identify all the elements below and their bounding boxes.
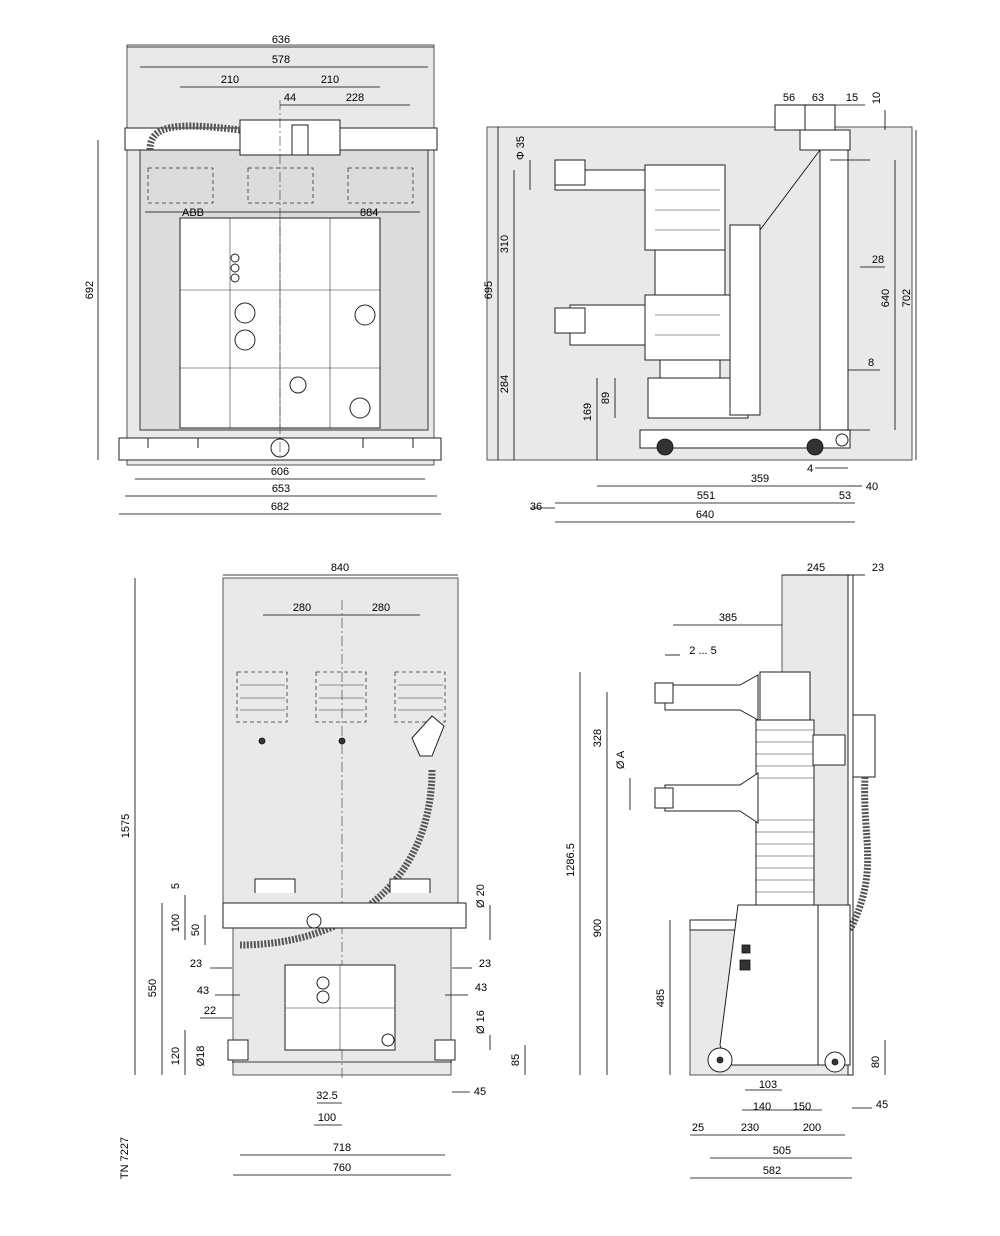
dim-63: 63 — [812, 92, 824, 104]
dim-103: 103 — [759, 1079, 777, 1091]
dim-840: 840 — [331, 562, 349, 574]
button-open-icon — [234, 302, 256, 324]
counter-icon — [349, 397, 371, 419]
spring-indicator-icon — [289, 376, 307, 394]
dim-653: 653 — [272, 483, 290, 495]
dim-53: 53 — [839, 490, 851, 502]
dim-582: 582 — [763, 1165, 781, 1177]
front-view-small: ABB 884 636 578 210 210 44 228 692 — [84, 34, 442, 515]
dim-606: 606 — [271, 466, 289, 478]
dim-692: 692 — [84, 281, 96, 299]
dim-100-bottom: 100 — [318, 1112, 336, 1124]
dim-5: 5 — [170, 883, 182, 889]
dim-89: 89 — [600, 392, 612, 404]
dim-100: 100 — [170, 914, 182, 932]
dim-640-horizontal: 640 — [696, 509, 714, 521]
dim-385: 385 — [719, 612, 737, 624]
dim-2-5: 2 ... 5 — [689, 645, 717, 657]
dim-4: 4 — [807, 463, 813, 475]
dim-1286-5: 1286.5 — [565, 843, 577, 877]
logo-abb: ABB — [182, 207, 204, 219]
dim-phi18: Ø18 — [195, 1046, 207, 1067]
dim-phi20: Ø 20 — [475, 884, 487, 908]
dim-485: 485 — [655, 989, 667, 1007]
dim-1575: 1575 — [120, 814, 132, 838]
dim-120: 120 — [170, 1047, 182, 1065]
dim-phi35: Φ 35 — [515, 136, 527, 160]
dim-36: 36 — [530, 501, 542, 513]
dim-25: 25 — [692, 1122, 704, 1134]
dim-43-left: 43 — [197, 985, 209, 997]
dim-28: 28 — [872, 254, 884, 266]
dim-85: 85 — [510, 1054, 522, 1066]
dim-140: 140 — [753, 1101, 771, 1113]
dim-50: 50 — [190, 924, 202, 936]
dim-245: 245 — [807, 562, 825, 574]
dim-200: 200 — [803, 1122, 821, 1134]
dim-45-side: 45 — [876, 1099, 888, 1111]
dim-phi-a: Ø A — [615, 750, 627, 769]
dim-23-right: 23 — [479, 958, 491, 970]
dim-718: 718 — [333, 1142, 351, 1154]
front-view-large: 840 280 280 1575 5 Ø 20 100 50 550 23 23… — [119, 562, 526, 1179]
dim-80: 80 — [870, 1056, 882, 1068]
dim-760: 760 — [333, 1162, 351, 1174]
logo-884: 884 — [360, 207, 378, 219]
dim-228: 228 — [346, 92, 364, 104]
dim-551: 551 — [697, 490, 715, 502]
dim-280-left: 280 — [293, 602, 311, 614]
dim-8: 8 — [868, 357, 874, 369]
dim-328: 328 — [592, 729, 604, 747]
dim-23-left: 23 — [190, 958, 202, 970]
dim-169: 169 — [582, 403, 594, 421]
dim-640-vertical: 640 — [880, 289, 892, 307]
dim-32-5: 32.5 — [316, 1090, 337, 1102]
dim-284: 284 — [499, 375, 511, 393]
dim-210-right: 210 — [321, 74, 339, 86]
dim-702: 702 — [901, 289, 913, 307]
dim-40: 40 — [866, 481, 878, 493]
dim-45: 45 — [474, 1086, 486, 1098]
dim-505: 505 — [773, 1145, 791, 1157]
dim-150: 150 — [793, 1101, 811, 1113]
side-view-large: 245 23 385 2 ... 5 328 Ø A 1286.5 900 48… — [565, 562, 888, 1179]
dim-310: 310 — [499, 235, 511, 253]
dim-10: 10 — [871, 92, 883, 104]
charge-socket-icon — [354, 304, 376, 326]
dim-359: 359 — [751, 473, 769, 485]
dim-43-right: 43 — [475, 982, 487, 994]
dim-22: 22 — [204, 1005, 216, 1017]
dim-15: 15 — [846, 92, 858, 104]
dim-280-right: 280 — [372, 602, 390, 614]
dim-578: 578 — [272, 54, 290, 66]
dim-210-left: 210 — [221, 74, 239, 86]
dim-550: 550 — [147, 979, 159, 997]
side-view-small: 56 63 15 10 Φ 35 310 695 284 169 89 28 6… — [483, 92, 917, 523]
drawing-code: TN 7227 — [119, 1137, 131, 1179]
dim-phi16: Ø 16 — [475, 1010, 487, 1034]
dim-23-top: 23 — [872, 562, 884, 574]
dim-682: 682 — [271, 501, 289, 513]
dim-56: 56 — [783, 92, 795, 104]
dim-44: 44 — [284, 92, 296, 104]
dim-695: 695 — [483, 281, 495, 299]
dim-636: 636 — [272, 34, 290, 46]
button-close-icon — [234, 329, 256, 351]
dim-900: 900 — [592, 919, 604, 937]
dim-230: 230 — [741, 1122, 759, 1134]
